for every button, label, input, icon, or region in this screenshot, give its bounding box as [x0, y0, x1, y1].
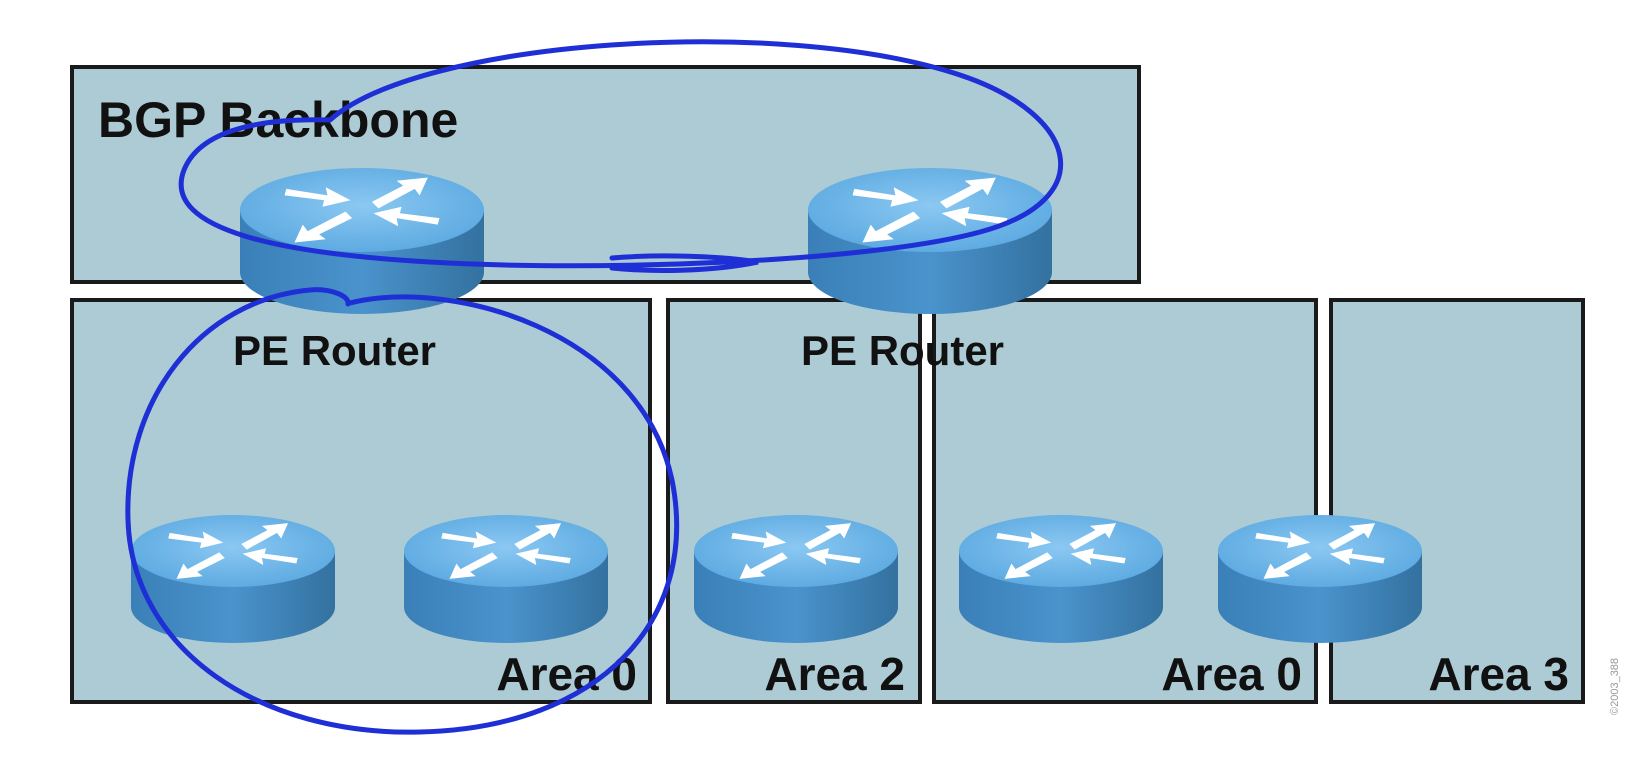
- router-arrow-4: [515, 548, 571, 565]
- copyright-watermark: ©2003_388: [1609, 658, 1621, 715]
- router-arrow-4: [805, 548, 861, 565]
- router-arrow-3: [1263, 552, 1312, 579]
- router-area0-b-icon: [404, 515, 608, 643]
- area-label-3: Area 0: [1161, 648, 1302, 700]
- router-arrow-1: [731, 531, 787, 549]
- router-area2-icon: [694, 515, 898, 643]
- annotation-underline-stroke: [609, 253, 759, 273]
- router-arrow-4: [941, 206, 1008, 227]
- router-arrow-3: [739, 552, 788, 579]
- pe-router-label-right: PE Router: [801, 327, 1004, 374]
- router-arrow-4: [1070, 548, 1126, 565]
- router-arrow-3: [862, 211, 921, 243]
- router-arrow-2: [514, 523, 562, 550]
- router-arrow-1: [852, 187, 919, 207]
- router-arrow-4: [373, 206, 440, 227]
- area-label-4: Area 3: [1428, 648, 1569, 700]
- router-arrow-2: [241, 523, 289, 550]
- router-arrow-1: [168, 531, 224, 549]
- router-arrow-1: [284, 187, 351, 207]
- router-arrow-2: [939, 177, 996, 209]
- router-arrow-2: [371, 177, 428, 209]
- router-arrow-1: [441, 531, 497, 549]
- pe-router-left-icon: [240, 168, 484, 314]
- router-arrow-3: [449, 552, 498, 579]
- annotation-ellipse-backbone: [178, 39, 1064, 269]
- area-label-2: Area 2: [764, 648, 905, 700]
- annotation-ellipse-area0: [125, 287, 679, 735]
- router-arrow-2: [804, 523, 852, 550]
- router-arrow-3: [176, 552, 225, 579]
- router-arrow-1: [996, 531, 1052, 549]
- area-label-1: Area 0: [496, 648, 637, 700]
- router-area0-a-icon: [131, 515, 335, 643]
- router-arrow-2: [1328, 523, 1376, 550]
- router-arrow-3: [294, 211, 353, 243]
- pe-router-label-left: PE Router: [233, 327, 436, 374]
- area-panel-4: [1329, 298, 1585, 704]
- router-arrow-4: [1329, 548, 1385, 565]
- router-arrow-2: [1069, 523, 1117, 550]
- router-area0-c-icon: [959, 515, 1163, 643]
- router-border-icon: [1218, 515, 1422, 643]
- router-arrow-3: [1004, 552, 1053, 579]
- router-arrow-1: [1255, 531, 1311, 549]
- router-arrow-4: [242, 548, 298, 565]
